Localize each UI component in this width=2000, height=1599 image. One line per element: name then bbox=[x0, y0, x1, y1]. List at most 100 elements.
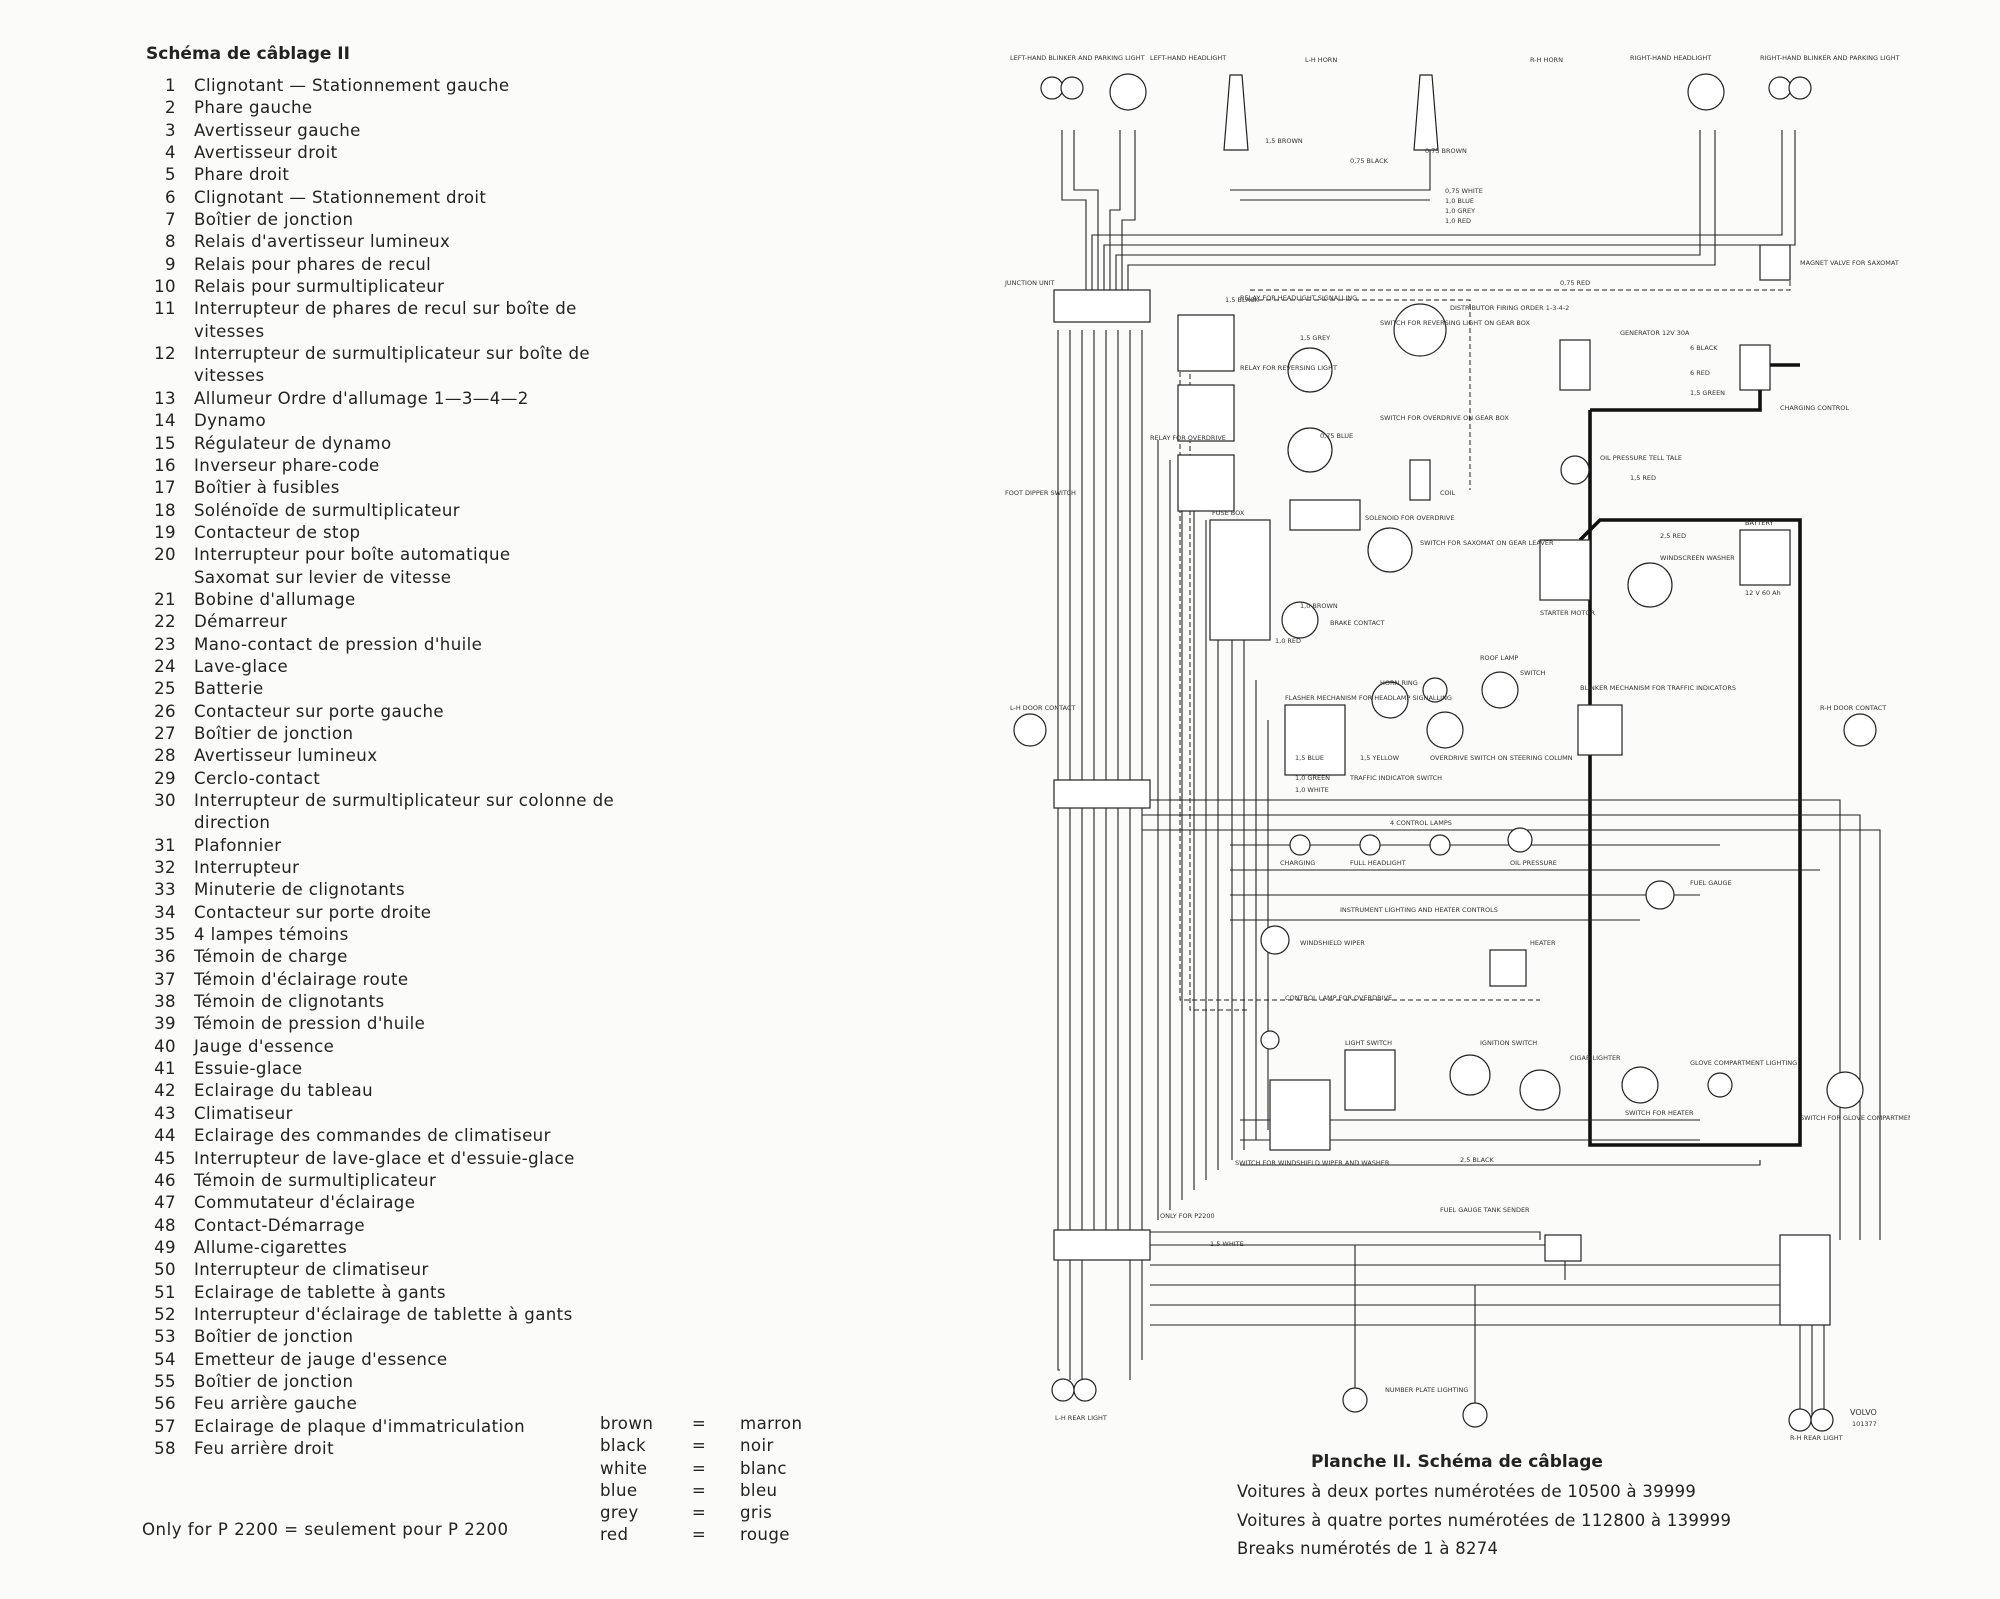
legend-item-number: 41 bbox=[154, 1059, 176, 1079]
label-glove-lighting: GLOVE COMPARTMENT LIGHTING bbox=[1690, 1059, 1797, 1067]
battery bbox=[1739, 529, 1791, 586]
legend-item-text: Feu arrière droit bbox=[194, 1438, 334, 1458]
color-row: red=rouge bbox=[600, 1524, 802, 1546]
overdrive-control-lamp bbox=[1260, 1030, 1280, 1050]
legend-item-number: 34 bbox=[154, 902, 176, 922]
legend-item-text: Inverseur phare-code bbox=[194, 455, 380, 475]
wire-label: 1,5 BLACK bbox=[1225, 296, 1260, 304]
label-lh-rear: L-H REAR LIGHT bbox=[1055, 1414, 1107, 1422]
windscreen-washer bbox=[1627, 562, 1673, 608]
label-rh-headlight: RIGHT-HAND HEADLIGHT bbox=[1630, 54, 1711, 62]
legend-item-number: 47 bbox=[154, 1193, 176, 1213]
wire-label: 1,0 RED bbox=[1275, 637, 1301, 645]
legend-item-number: 15 bbox=[154, 433, 176, 453]
label-battery-spec: 12 V 60 Ah bbox=[1745, 589, 1781, 597]
legend-item-number: 17 bbox=[154, 478, 176, 498]
wire-label: 1,5 BLUE bbox=[1295, 754, 1324, 762]
legend-item-number: 52 bbox=[154, 1304, 176, 1324]
charging-control bbox=[1739, 344, 1771, 391]
label-switch-overdrive: SWITCH FOR OVERDRIVE ON GEAR BOX bbox=[1380, 414, 1509, 422]
lh-door-contact bbox=[1013, 713, 1047, 747]
legend-item-text: Interrupteur de climatiseur bbox=[194, 1260, 429, 1280]
legend-item-number: 49 bbox=[154, 1237, 176, 1257]
legend-item-number: 19 bbox=[154, 522, 176, 542]
control-lamps bbox=[1507, 827, 1533, 853]
label-charging-control: CHARGING CONTROL bbox=[1780, 404, 1849, 412]
legend-item: 25 Batterie bbox=[140, 678, 660, 700]
label-switch-reversing: SWITCH FOR REVERSING LIGHT ON GEAR BOX bbox=[1380, 319, 1530, 327]
fuel-tank-sender bbox=[1544, 1234, 1582, 1262]
legend-item-text: Bobine d'allumage bbox=[194, 589, 356, 609]
legend-item-text: Batterie bbox=[194, 679, 264, 699]
wire-label: 0,75 BROWN bbox=[1425, 147, 1467, 155]
fuel-gauge bbox=[1645, 880, 1675, 910]
relay-headlight-box bbox=[1177, 314, 1235, 372]
label-solenoid: SOLENOID FOR OVERDRIVE bbox=[1365, 514, 1454, 522]
legend-item-number: 9 bbox=[165, 254, 176, 274]
legend-item-text: Feu arrière gauche bbox=[194, 1394, 358, 1414]
legend-item: direction bbox=[140, 812, 660, 834]
flasher-mechanism bbox=[1284, 704, 1346, 776]
legend-item-number: 11 bbox=[154, 299, 176, 319]
legend-item-text: Boîtier de jonction bbox=[194, 1371, 354, 1391]
legend-item-text: Phare droit bbox=[194, 165, 290, 185]
label-horn-ring: HORN RING bbox=[1380, 679, 1418, 687]
p2200-note: Only for P 2200 = seulement pour P 2200 bbox=[142, 1520, 509, 1539]
legend-item-text: Boîtier de jonction bbox=[194, 723, 354, 743]
legend-item-number: 25 bbox=[154, 679, 176, 699]
label-rh-door: R-H DOOR CONTACT bbox=[1820, 704, 1886, 712]
rh-blinker-lamp bbox=[1788, 76, 1812, 100]
rh-parking-lamp bbox=[1768, 76, 1792, 100]
legend-item-number: 1 bbox=[165, 76, 176, 95]
label-washer: WINDSCREEN WASHER bbox=[1660, 554, 1735, 562]
roof-lamp bbox=[1422, 677, 1448, 703]
legend-item-number bbox=[140, 365, 176, 387]
color-english: red bbox=[600, 1525, 629, 1545]
rh-rear-lamp-2 bbox=[1810, 1408, 1834, 1432]
legend-item-text: Avertisseur gauche bbox=[194, 120, 361, 140]
legend-item-text: Contacteur sur porte gauche bbox=[194, 701, 445, 721]
label-cigar: CIGAR LIGHTER bbox=[1570, 1054, 1621, 1062]
legend-item-number: 51 bbox=[154, 1282, 176, 1302]
label-coil: COIL bbox=[1440, 489, 1456, 497]
overdrive-column-switch bbox=[1426, 711, 1464, 749]
wire-label: 1,5 BROWN bbox=[1265, 137, 1303, 145]
label-lh-headlight: LEFT-HAND HEADLIGHT bbox=[1150, 54, 1226, 62]
legend-item-number: 21 bbox=[154, 589, 176, 609]
label-battery: BATTERY bbox=[1745, 519, 1773, 527]
lh-rear-lamp-1 bbox=[1051, 1378, 1075, 1402]
legend-item-text: Relais d'avertisseur lumineux bbox=[194, 232, 451, 252]
rh-horn-shape bbox=[1413, 74, 1439, 151]
legend-item-text: Commutateur d'éclairage bbox=[194, 1193, 416, 1213]
legend-item-text: Contact-Démarrage bbox=[194, 1215, 365, 1235]
legend-item-text: Clignotant — Stationnement gauche bbox=[194, 76, 510, 95]
light-switch bbox=[1344, 1049, 1396, 1111]
wire-label: 0,75 BLACK bbox=[1350, 157, 1389, 165]
legend-item-number: 55 bbox=[154, 1371, 176, 1391]
label-fuel-gauge: FUEL GAUGE bbox=[1690, 879, 1732, 887]
legend-item-number: 13 bbox=[154, 388, 176, 408]
label-lh-blinker: LEFT-HAND BLINKER AND PARKING LIGHT bbox=[1010, 54, 1145, 62]
legend-item-text: Mano-contact de pression d'huile bbox=[194, 634, 483, 654]
legend-item-number: 28 bbox=[154, 746, 176, 766]
legend-item-number: 40 bbox=[154, 1036, 176, 1056]
legend-item-number: 50 bbox=[154, 1260, 176, 1280]
caption-line: Breaks numérotés de 1 à 8274 bbox=[1237, 1539, 1499, 1558]
label-junction-front: JUNCTION UNIT bbox=[1004, 279, 1055, 287]
